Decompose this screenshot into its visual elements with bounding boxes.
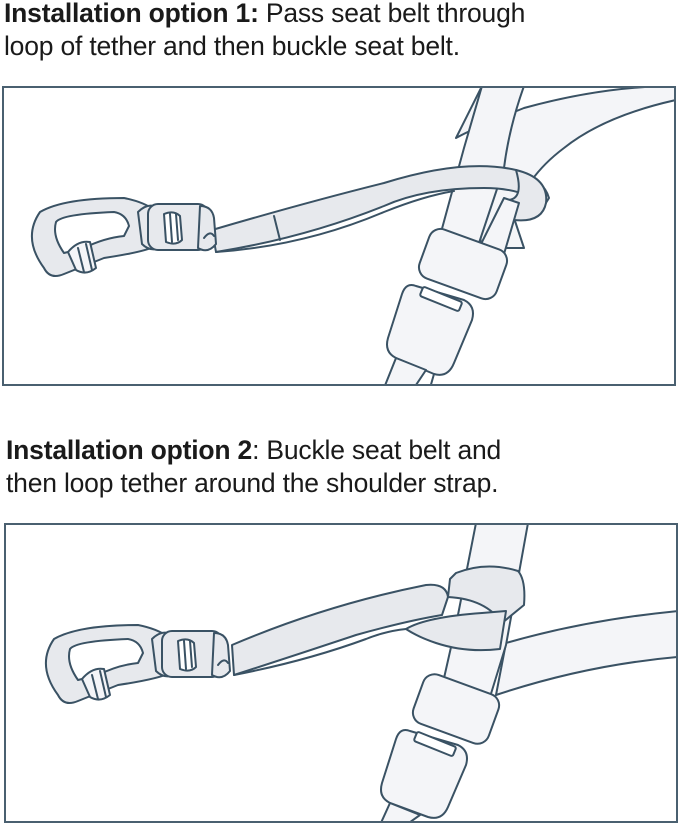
step-1-caption: Installation option 1: Pass seat belt th…: [4, 0, 525, 63]
seatbelt-tether-diagram-2: [44, 525, 676, 821]
step-2-caption: Installation option 2: Buckle seat belt …: [6, 434, 501, 500]
step-2-illustration: [4, 523, 678, 823]
step-1-title: Installation option 1:: [4, 0, 259, 28]
step-2-title-rest: : Buckle seat belt and: [252, 435, 502, 465]
step-2-line2: then loop tether around the shoulder str…: [6, 468, 499, 498]
step-2-title: Installation option 2: [6, 435, 253, 465]
seatbelt-tether-diagram-1: [30, 88, 674, 384]
step-1-illustration: [2, 86, 676, 386]
step-1-line2: loop of tether and then buckle seat belt…: [4, 31, 460, 61]
step-1-title-rest: Pass seat belt through: [258, 0, 526, 28]
